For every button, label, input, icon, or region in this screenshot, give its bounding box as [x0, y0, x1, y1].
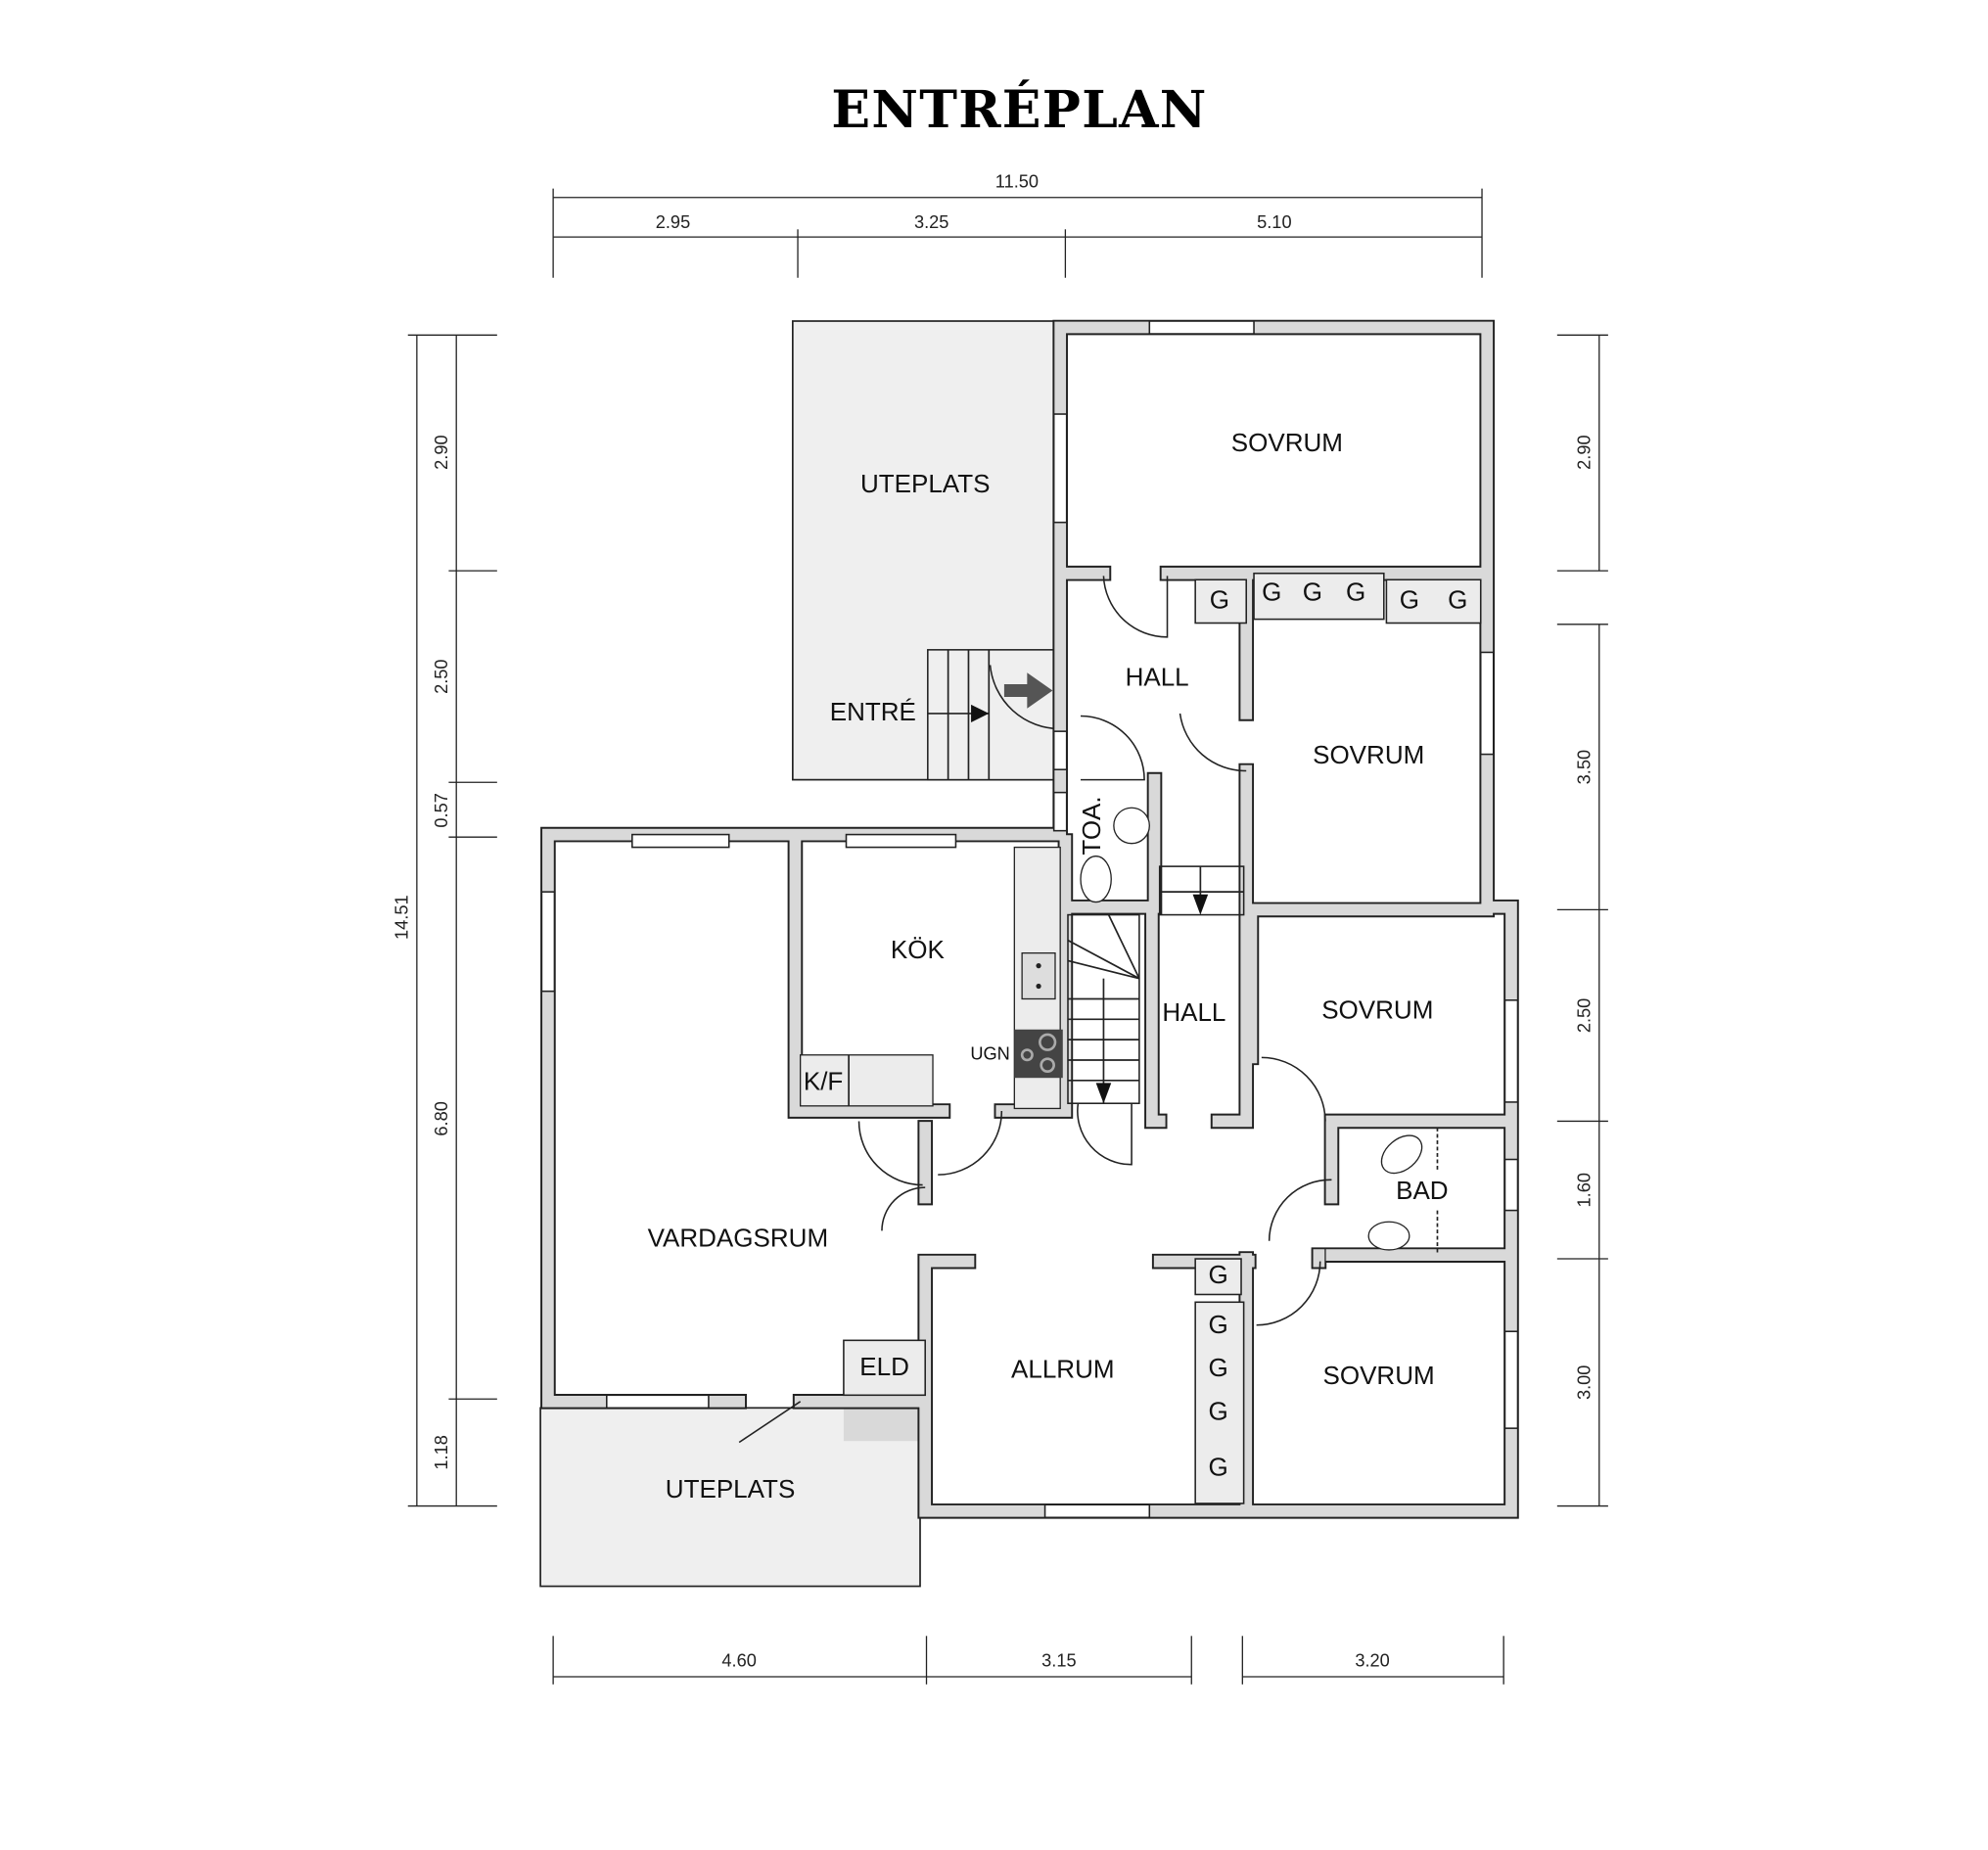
dimension-bottom: 4.60 3.15 3.20 — [552, 1636, 1504, 1685]
dimension-right: 2.90 3.50 2.50 1.60 3.00 — [1556, 334, 1608, 1507]
closet-label: G — [1208, 1396, 1227, 1425]
room-label-sovrum: SOVRUM — [1313, 740, 1424, 769]
closet-label: G — [1208, 1353, 1227, 1382]
closet-label: G — [1400, 584, 1419, 614]
room-label-uteplats: UTEPLATS — [666, 1474, 796, 1503]
washbasin-icon — [1113, 807, 1410, 1251]
closet-label: G — [1208, 1453, 1227, 1482]
staircase — [1067, 865, 1245, 1105]
windows — [540, 320, 1519, 1519]
dim-top-2: 3.25 — [914, 212, 948, 232]
stove-icon — [1014, 1029, 1063, 1079]
dim-bottom-1: 4.60 — [721, 1651, 756, 1671]
dim-left-2: 2.50 — [432, 659, 451, 693]
dim-top-3: 5.10 — [1257, 212, 1291, 232]
entry-steps — [927, 649, 1061, 781]
dim-right-2: 3.50 — [1575, 750, 1595, 784]
fridge-freezer-label: K/F — [804, 1066, 843, 1095]
dim-bottom-3: 3.20 — [1355, 1651, 1389, 1671]
doors — [738, 576, 1332, 1444]
room-label-sovrum: SOVRUM — [1323, 1361, 1435, 1390]
room-label-hall: HALL — [1162, 997, 1225, 1027]
fireplace — [843, 1339, 926, 1397]
closet-label: G — [1448, 584, 1467, 614]
dim-top-1: 2.95 — [656, 212, 690, 232]
walls — [540, 319, 1519, 1519]
dim-right-1: 2.90 — [1575, 435, 1595, 469]
closets — [1194, 572, 1482, 1504]
room-label-sovrum: SOVRUM — [1231, 428, 1343, 457]
entrance-arrow-icon — [1003, 672, 1053, 709]
room-label-hall: HALL — [1126, 663, 1189, 692]
dim-left-3: 0.57 — [432, 793, 451, 827]
closet-label: G — [1208, 1260, 1227, 1289]
closet-label: G — [1303, 577, 1322, 606]
dim-bottom-2: 3.15 — [1041, 1651, 1076, 1671]
dim-right-3: 2.50 — [1575, 998, 1595, 1033]
room-label-uteplats: UTEPLATS — [860, 469, 991, 498]
fireplace-label: ELD — [859, 1352, 909, 1381]
oven-label: UGN — [970, 1044, 1009, 1064]
room-label-kok: KÖK — [891, 935, 946, 964]
plan-title: ENTRÉPLAN — [831, 79, 1207, 140]
dim-top-total: 11.50 — [995, 171, 1039, 191]
dim-left-4: 6.80 — [432, 1101, 451, 1135]
dimension-top: 11.50 2.95 3.25 5.10 — [552, 171, 1483, 278]
dimension-left: 14.51 2.90 2.50 0.57 6.80 1.18 — [393, 334, 497, 1507]
closet-labels: G G G G G G G G G G G — [1208, 577, 1467, 1481]
room-label-sovrum: SOVRUM — [1321, 994, 1433, 1024]
sink-icon — [1021, 951, 1056, 1000]
dim-left-1: 2.90 — [432, 435, 451, 469]
room-label-bad: BAD — [1396, 1176, 1449, 1205]
dim-left-total: 14.51 — [393, 895, 412, 940]
closet-label: G — [1262, 577, 1281, 606]
dim-right-5: 3.00 — [1575, 1365, 1595, 1400]
room-label-toa: TOA. — [1077, 796, 1106, 855]
room-label-entre: ENTRÉ — [830, 697, 916, 726]
closet-label: G — [1208, 1310, 1227, 1339]
room-label-allrum: ALLRUM — [1011, 1354, 1115, 1383]
dim-right-4: 1.60 — [1575, 1173, 1595, 1207]
closet-label: G — [1346, 577, 1365, 606]
dim-left-5: 1.18 — [432, 1435, 451, 1469]
closet-label: G — [1210, 584, 1229, 614]
room-label-vardagsrum: VARDAGSRUM — [648, 1223, 829, 1252]
toilet-icon — [1080, 856, 1423, 1175]
kitchen-counter-bottom — [799, 1054, 934, 1107]
